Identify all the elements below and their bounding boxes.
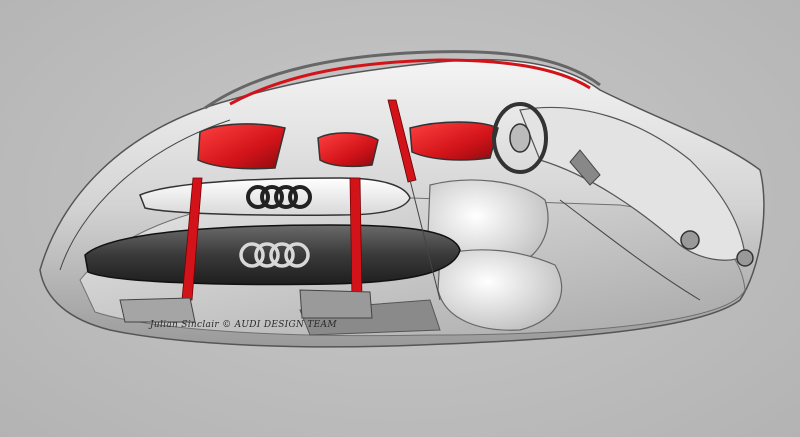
snowboard-light [139, 177, 411, 216]
audi-rings-logo [246, 185, 312, 209]
air-vent [680, 230, 700, 250]
artist-signature: Julian Sinclair © AUDI DESIGN TEAM [150, 320, 337, 330]
snowboard-dark [84, 224, 461, 286]
dashboard [492, 102, 754, 267]
steering-wheel [492, 102, 548, 174]
sketch-lines [59, 119, 701, 301]
audi-rings-logo [239, 242, 310, 268]
cargo-straps [181, 177, 363, 301]
b-pillar-belt [387, 99, 417, 183]
cargo-bins [119, 289, 373, 323]
